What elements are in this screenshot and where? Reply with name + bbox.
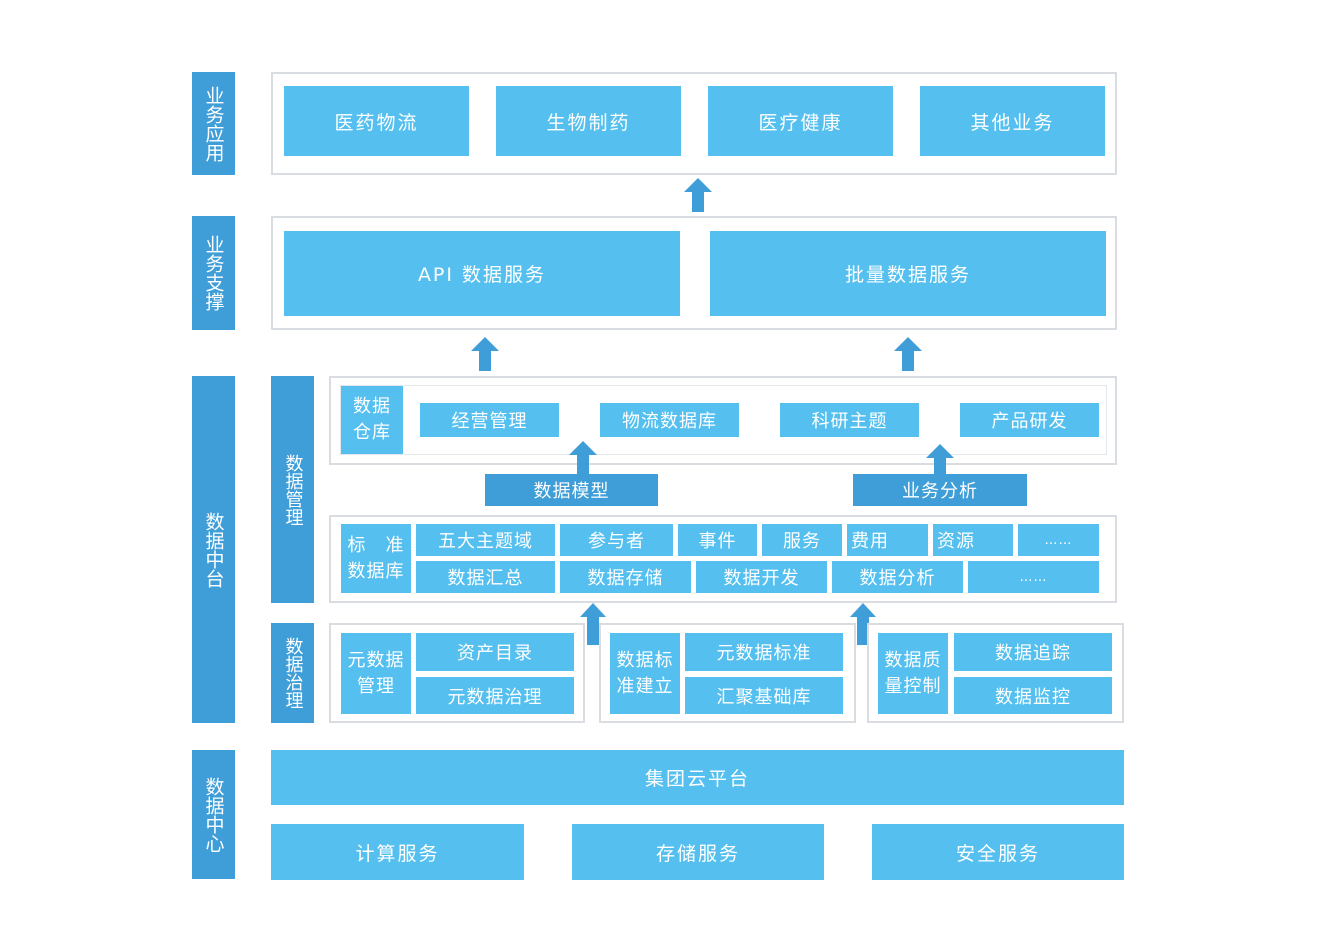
governance-group-label: 数据质 量控制 xyxy=(878,633,948,714)
storage-service-box[interactable]: 存储服务 xyxy=(572,824,824,880)
data-warehouse-label: 数据 仓库 xyxy=(341,386,403,454)
standard-db-item[interactable]: 参与者 xyxy=(560,524,673,556)
up-arrow-icon xyxy=(569,441,597,477)
governance-item[interactable]: 汇聚基础库 xyxy=(685,677,843,714)
batch-data-service-box[interactable]: 批量数据服务 xyxy=(710,231,1106,316)
governance-item[interactable]: 数据追踪 xyxy=(954,633,1112,671)
governance-item[interactable]: 元数据治理 xyxy=(416,677,574,714)
standard-db-item-more[interactable]: …… xyxy=(1018,524,1099,556)
data-model-box[interactable]: 数据模型 xyxy=(485,474,658,506)
standard-db-item[interactable]: 五大主题域 xyxy=(416,524,555,556)
standard-db-item[interactable]: 数据汇总 xyxy=(416,561,555,593)
security-service-box[interactable]: 安全服务 xyxy=(872,824,1124,880)
business-app-item[interactable]: 医疗健康 xyxy=(708,86,893,156)
business-app-item[interactable]: 生物制药 xyxy=(496,86,681,156)
standard-db-item[interactable]: 数据存储 xyxy=(560,561,691,593)
side-label-data-center: 数据中心 xyxy=(192,750,235,879)
governance-item[interactable]: 数据监控 xyxy=(954,677,1112,714)
standard-db-item[interactable]: 资源 xyxy=(933,524,1013,556)
standard-db-label: 标 准 数据库 xyxy=(341,524,411,593)
side-label-data-governance: 数据治理 xyxy=(271,623,314,723)
standard-db-item[interactable]: 服务 xyxy=(762,524,842,556)
up-arrow-icon xyxy=(684,178,712,212)
up-arrow-icon xyxy=(471,337,499,371)
standard-db-item[interactable]: 数据分析 xyxy=(832,561,963,593)
business-app-item[interactable]: 医药物流 xyxy=(284,86,469,156)
standard-db-item[interactable]: 费用 xyxy=(847,524,928,556)
up-arrow-icon xyxy=(926,444,954,477)
warehouse-item[interactable]: 产品研发 xyxy=(960,403,1099,437)
group-cloud-platform-box[interactable]: 集团云平台 xyxy=(271,750,1124,805)
governance-item[interactable]: 资产目录 xyxy=(416,633,574,671)
warehouse-item[interactable]: 经营管理 xyxy=(420,403,559,437)
api-data-service-box[interactable]: API 数据服务 xyxy=(284,231,680,316)
business-app-item[interactable]: 其他业务 xyxy=(920,86,1105,156)
governance-group-label: 数据标 准建立 xyxy=(610,633,680,714)
up-arrow-icon xyxy=(894,337,922,371)
up-arrow-icon xyxy=(580,603,606,645)
business-analysis-box[interactable]: 业务分析 xyxy=(853,474,1027,506)
governance-item[interactable]: 元数据标准 xyxy=(685,633,843,671)
side-label-data-management: 数据管理 xyxy=(271,376,314,603)
warehouse-item[interactable]: 科研主题 xyxy=(780,403,919,437)
side-label-data-platform: 数据中台 xyxy=(192,376,235,723)
compute-service-box[interactable]: 计算服务 xyxy=(271,824,524,880)
governance-group-label: 元数据 管理 xyxy=(341,633,411,714)
standard-db-item-more[interactable]: …… xyxy=(968,561,1099,593)
standard-db-item[interactable]: 事件 xyxy=(678,524,757,556)
up-arrow-icon xyxy=(850,603,876,645)
warehouse-item[interactable]: 物流数据库 xyxy=(600,403,739,437)
standard-db-item[interactable]: 数据开发 xyxy=(696,561,827,593)
side-label-business-app: 业务应用 xyxy=(192,72,235,175)
side-label-business-support: 业务支撑 xyxy=(192,216,235,330)
